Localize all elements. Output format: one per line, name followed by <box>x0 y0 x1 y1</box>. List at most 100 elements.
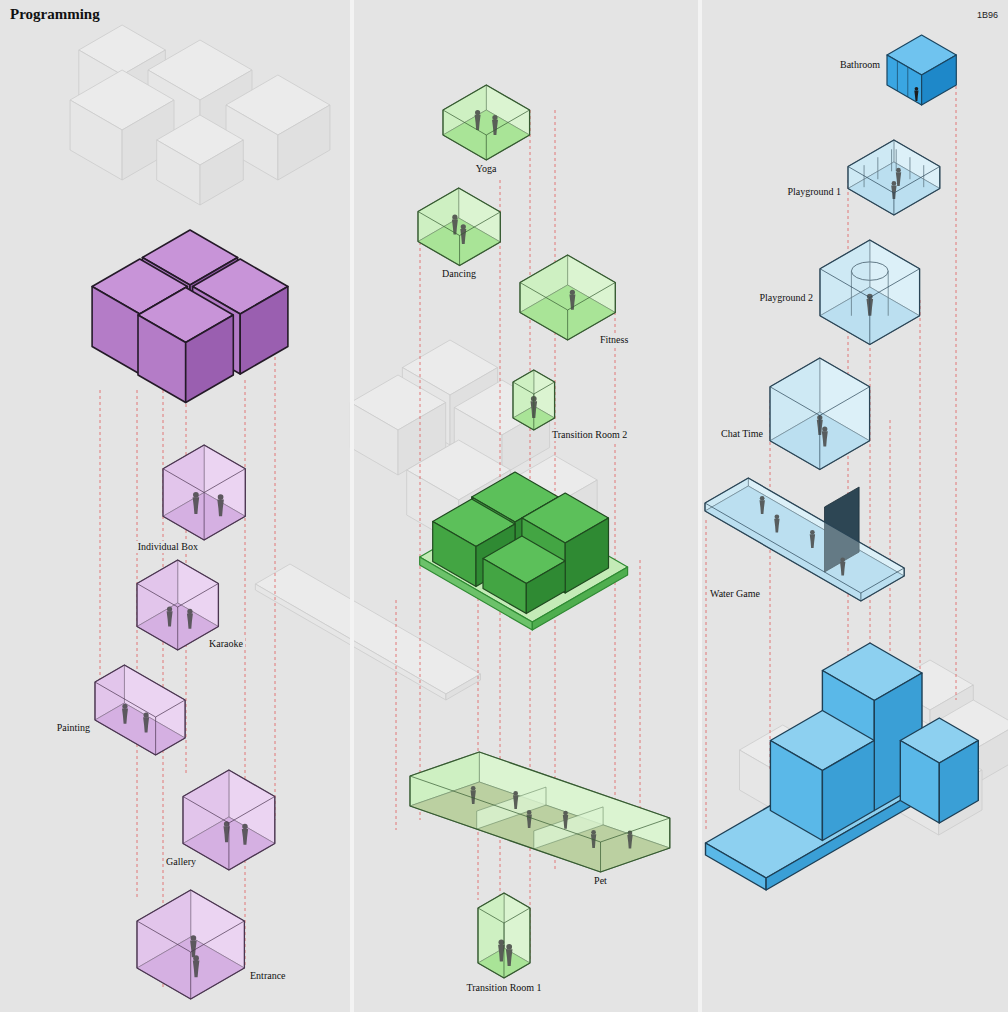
room-glass <box>418 188 500 266</box>
room-illustration <box>520 255 615 340</box>
room-edge <box>460 212 501 236</box>
blue-massing <box>939 741 978 824</box>
context-building <box>157 140 200 205</box>
room-label: Pet <box>592 875 609 887</box>
room-illustration <box>137 890 244 999</box>
room-box: Playground 2 <box>820 240 920 345</box>
room-outline <box>95 665 185 755</box>
room-illustration <box>478 893 530 978</box>
room-box: Playground 1 <box>848 140 940 215</box>
green-massing <box>483 559 526 614</box>
room-edge <box>770 387 820 416</box>
room-edge <box>534 382 555 394</box>
room-edge <box>486 110 529 135</box>
blue-massing <box>770 741 822 841</box>
room-box: Transition Room 2 <box>513 370 555 430</box>
room-edge <box>819 416 820 470</box>
room-outline <box>770 358 870 470</box>
person-figure <box>914 90 918 101</box>
projection-line <box>163 360 164 990</box>
room-label: Transition Room 2 <box>550 429 629 441</box>
room-outline <box>137 560 218 650</box>
context-slab <box>255 564 480 694</box>
context-buildings <box>70 25 1008 835</box>
room-edge <box>95 682 156 717</box>
room-illustration <box>163 445 245 540</box>
sheet-number: 1B96 <box>977 10 998 20</box>
room-label: Individual Box <box>136 541 200 553</box>
room-glass <box>820 240 920 345</box>
room-edge <box>190 952 191 999</box>
room-illustration <box>887 35 956 105</box>
room-glass <box>410 752 670 872</box>
room-outline <box>163 445 245 540</box>
context-building <box>70 100 122 180</box>
room-edge <box>520 283 568 311</box>
room-illustration <box>848 140 940 215</box>
room-label: Yoga <box>474 163 499 175</box>
room-illustration <box>95 665 185 755</box>
room-edge <box>848 167 894 194</box>
room-label: Painting <box>55 722 92 734</box>
column-divider <box>698 0 702 1012</box>
context-building <box>350 403 398 476</box>
room-edge <box>163 469 204 493</box>
room-edge <box>443 110 486 135</box>
room-edge <box>504 908 530 923</box>
room-edge <box>229 797 275 824</box>
room-edge <box>513 382 534 394</box>
context-building <box>278 105 330 180</box>
context-building <box>200 140 243 205</box>
room-edge <box>204 493 205 541</box>
room-glass <box>137 560 218 650</box>
room-label: Chat Time <box>719 428 765 440</box>
room-edge <box>860 593 861 601</box>
room-box: Pet <box>410 752 670 872</box>
blue-podium <box>706 843 767 890</box>
projection-line <box>555 110 556 870</box>
room-edge <box>178 584 219 608</box>
room-glass <box>848 140 940 215</box>
projection-line <box>770 400 771 770</box>
projection-line <box>640 560 641 840</box>
room-edge <box>893 193 894 215</box>
room-illustration <box>770 358 870 470</box>
room-edge <box>478 908 504 923</box>
room-box: Bathroom <box>887 35 956 105</box>
room-label: Bathroom <box>838 59 882 71</box>
room-edge <box>894 167 940 194</box>
room-illustration <box>183 770 275 870</box>
room-glass <box>520 255 615 340</box>
room-edge <box>418 212 460 236</box>
room-label: Fitness <box>598 334 630 346</box>
room-label: Water Game <box>708 588 762 600</box>
projection-line <box>396 600 397 830</box>
room-edge <box>820 269 870 298</box>
room-outline <box>520 255 615 340</box>
projection-lines <box>100 80 956 990</box>
context-slab <box>446 674 481 700</box>
room-label: Gallery <box>164 856 198 868</box>
room-edge <box>155 717 156 755</box>
room-edge <box>820 387 870 416</box>
green-massing <box>565 518 608 593</box>
room-box: Individual Box <box>163 445 245 540</box>
projection-line <box>100 390 101 725</box>
green-massing <box>433 522 476 587</box>
projection-line <box>137 390 138 900</box>
room-label: Transition Room 1 <box>464 982 543 994</box>
room-label: Karaoke <box>207 638 245 650</box>
room-outline <box>410 752 670 872</box>
room-box: Transition Room 1 <box>478 893 530 978</box>
room-edge <box>459 236 460 266</box>
person-figure <box>915 87 919 91</box>
room-outline <box>183 770 275 870</box>
room-box: Chat Time <box>770 358 870 470</box>
projection-line <box>706 520 707 830</box>
room-box: Gallery <box>183 770 275 870</box>
projection-line <box>920 300 921 700</box>
room-illustration <box>137 560 218 650</box>
room-outline <box>478 893 530 978</box>
room-glass <box>95 665 185 755</box>
room-box: Karaoke <box>137 560 218 650</box>
